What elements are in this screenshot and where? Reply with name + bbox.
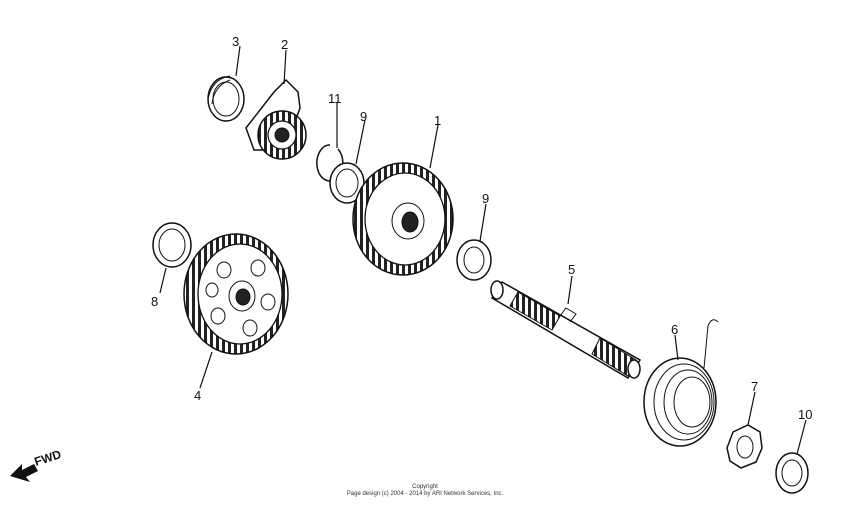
part-9-washer-upper[interactable]: [329, 162, 365, 204]
part-7-nut[interactable]: [726, 424, 763, 469]
fwd-arrow-icon: FWD: [10, 447, 64, 482]
leader-lines: [159, 45, 807, 455]
callout-2: 2: [281, 37, 288, 52]
part-3-collar[interactable]: [207, 75, 245, 122]
part-1-gear[interactable]: [352, 162, 454, 276]
callouts: 3 2 11 9 1 9 5 6 7 10 8 4: [151, 34, 812, 422]
part-4-gear[interactable]: [183, 233, 289, 355]
callout-11: 11: [328, 91, 342, 106]
copyright-line-1: Copyright: [412, 484, 438, 490]
part-5-shaft[interactable]: [490, 280, 642, 380]
copyright-notice: Copyright Page design (c) 2004 - 2014 by…: [0, 484, 850, 498]
callout-9-lower: 9: [482, 191, 489, 206]
part-9-washer-lower[interactable]: [456, 239, 492, 281]
callout-9-upper: 9: [360, 109, 367, 124]
callout-7: 7: [751, 379, 758, 394]
callout-6: 6: [671, 322, 678, 337]
part-2-ratchet[interactable]: [245, 78, 307, 160]
callout-5: 5: [568, 262, 575, 277]
part-10-washer[interactable]: [775, 452, 809, 494]
callout-10: 10: [798, 407, 812, 422]
callout-8: 8: [151, 294, 158, 309]
copyright-line-2: Page design (c) 2004 - 2014 by ARI Netwo…: [346, 491, 504, 497]
part-6-spring[interactable]: [643, 319, 719, 447]
callout-4: 4: [194, 388, 201, 403]
part-8-washer[interactable]: [152, 222, 192, 268]
callout-1: 1: [434, 113, 441, 128]
callout-3: 3: [232, 34, 239, 49]
fwd-label: FWD: [33, 447, 64, 469]
